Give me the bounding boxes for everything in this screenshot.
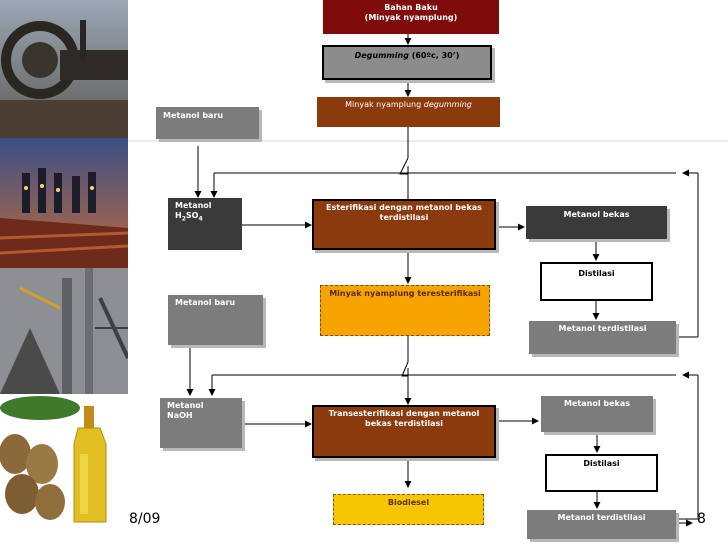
photo-excavator [0,0,128,138]
transesterifikasi-label: Transesterifikasi dengan metanol bekas t… [328,409,480,428]
metanol-baru-label-1: Metanol baru [163,111,224,120]
metanol-terdistilasi-box-2: Metanol terdistilasi [527,510,676,539]
biodiesel-box: Biodiesel [333,494,484,525]
metanol-terdistilasi-box-1: Metanol terdistilasi [529,321,676,354]
degumming-condition-label: (60ºc, 30’) [408,51,460,60]
naoh-label: NaOH [167,411,193,420]
metanol-bekas-box-2: Metanol bekas [541,396,653,432]
metanol-terdistilasi-label-2: Metanol terdistilasi [557,513,646,522]
bahan-baku-box: Bahan Baku (Minyak nyamplung) [323,0,499,34]
esterifikasi-box: Esterifikasi dengan metanol bekas terdis… [312,199,496,250]
degumming-box: Degumming (60ºc, 30’) [322,45,492,80]
metanol-naoh-label: Metanol [167,401,204,410]
minyak-degumming-box: Minyak nyamplung degumming [317,97,500,127]
metanol-baru-box-2: Metanol baru [168,295,263,345]
minyak-teresterifikasi-box: Minyak nyamplung teresterifikasi [320,285,490,336]
footer-date: 8/09 [129,511,161,527]
degumming-italic-label: Degumming [354,51,409,60]
distilasi-label-1: Distilasi [578,269,615,278]
metanol-h2so4-box: Metanol H2SO4 [168,198,242,250]
metanol-h2so4-label: Metanol [175,201,212,210]
distilasi-box-2: Distilasi [545,454,658,492]
page-number: 8 [697,511,706,527]
metanol-baru-box-1: Metanol baru [156,107,259,139]
distilasi-box-1: Distilasi [540,262,653,301]
photo-refinery [0,138,128,268]
distilasi-label-2: Distilasi [583,459,620,468]
photo-nyamplung-oil [0,394,128,528]
metanol-naoh-box: Metanol NaOH [160,398,242,448]
minyak-degumming-label: Minyak nyamplung [345,100,424,109]
metanol-bekas-label-2: Metanol bekas [564,399,630,408]
h2so4-formula: H2SO4 [175,211,203,223]
metanol-bekas-box-1: Metanol bekas [526,206,667,239]
metanol-terdistilasi-label-1: Metanol terdistilasi [558,324,647,333]
metanol-bekas-label-1: Metanol bekas [563,210,630,219]
biodiesel-label: Biodiesel [387,498,430,507]
photo-industrial [0,268,128,394]
bahan-baku-sublabel: (Minyak nyamplung) [364,13,458,22]
esterifikasi-label: Esterifikasi dengan metanol bekas terdis… [326,203,482,222]
transesterifikasi-box: Transesterifikasi dengan metanol bekas t… [312,405,496,458]
metanol-baru-label-2: Metanol baru [175,298,236,307]
minyak-degumming-italic-label: degumming [423,100,472,109]
bahan-baku-label: Bahan Baku [384,3,438,12]
minyak-teresterifikasi-label: Minyak nyamplung teresterifikasi [329,289,481,298]
